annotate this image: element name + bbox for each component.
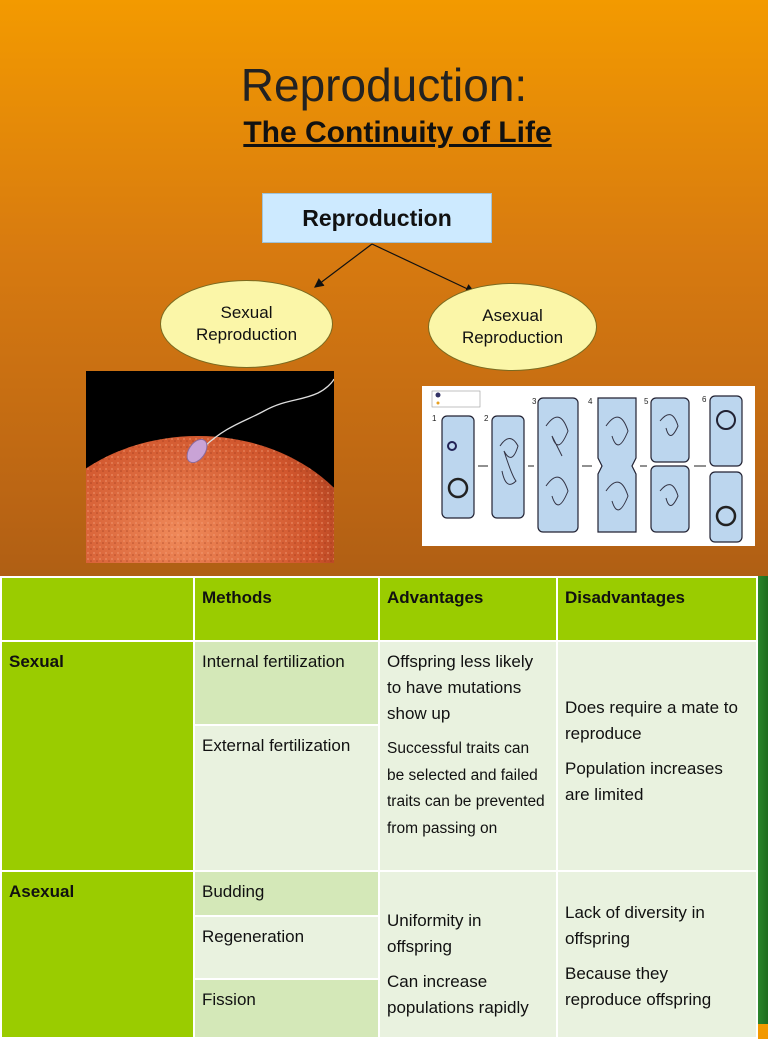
step-label-3: 3 [532,397,537,406]
step-label-1: 1 [432,414,437,423]
asexual-disadvantage-1: Lack of diversity in offspring [565,903,705,948]
asexual-reproduction-oval: Asexual Reproduction [428,283,597,371]
sexual-disadvantage-1: Does require a mate to reproduce [565,698,738,743]
binary-fission-diagram: 1 2 3 4 5 6 [422,386,755,546]
asexual-advantage-2: Can increase populations rapidly [387,972,529,1017]
diagram-root-box: Reproduction [262,193,492,243]
arrow-to-asexual [371,243,476,293]
asexual-advantage-1: Uniformity in offspring [387,911,482,956]
diagram-arrows [314,243,476,293]
sexual-oval-line1: Sexual [220,303,273,322]
method-internal-fertilization: Internal fertilization [193,640,380,726]
sexual-disadvantages: Does require a mate to reproduce Populat… [556,640,758,872]
header-disadvantages: Disadvantages [556,576,758,642]
table-row-sexual-1: Sexual Internal fertilization Offspring … [0,640,758,872]
step-label-5: 5 [644,397,649,406]
method-external-fertilization: External fertilization [193,724,380,872]
step-label-2: 2 [484,414,489,423]
sexual-oval-line2: Reproduction [195,325,298,344]
sexual-advantage-2: Successful traits can be selected and fa… [387,740,545,837]
header-empty [0,576,195,642]
header-advantages: Advantages [378,576,558,642]
asexual-disadvantages: Lack of diversity in offspring Because t… [556,870,758,1039]
table-header-row: Methods Advantages Disadvantages [0,576,758,642]
comparison-table: Methods Advantages Disadvantages Sexual … [0,576,758,1039]
arrow-to-sexual [314,243,373,288]
egg-sperm-photo [86,371,334,563]
asexual-oval-line1: Asexual [482,306,543,325]
header-methods: Methods [193,576,380,642]
asexual-advantages: Uniformity in offspring Can increase pop… [378,870,558,1039]
row-label-asexual: Asexual [0,870,195,1039]
sexual-advantage-1: Offspring less likely to have mutations … [387,652,534,723]
table-row-sexual-2: External fertilization [1,724,757,872]
row-label-sexual: Sexual [0,640,195,872]
method-budding: Budding [193,870,380,917]
sexual-advantages: Offspring less likely to have mutations … [378,640,558,872]
table-row-asexual-1: Asexual Budding Uniformity in offspring … [0,870,758,1039]
slide-title: Reproduction: [240,59,528,111]
table-row-asexual-2: Regeneration [1,915,757,980]
asexual-disadvantage-2: Because they reproduce offspring [565,964,712,1009]
step-label-6: 6 [702,395,707,404]
right-edge-stripe [756,576,768,1024]
sexual-reproduction-oval: Sexual Reproduction [160,280,333,368]
method-regeneration: Regeneration [193,915,380,980]
slide-subtitle: The Continuity of Life [243,116,552,149]
asexual-oval-line2: Reproduction [461,328,564,347]
method-fission: Fission [193,978,380,1039]
step-label-4: 4 [588,397,593,406]
sexual-disadvantage-2: Population increases are limited [565,759,723,804]
